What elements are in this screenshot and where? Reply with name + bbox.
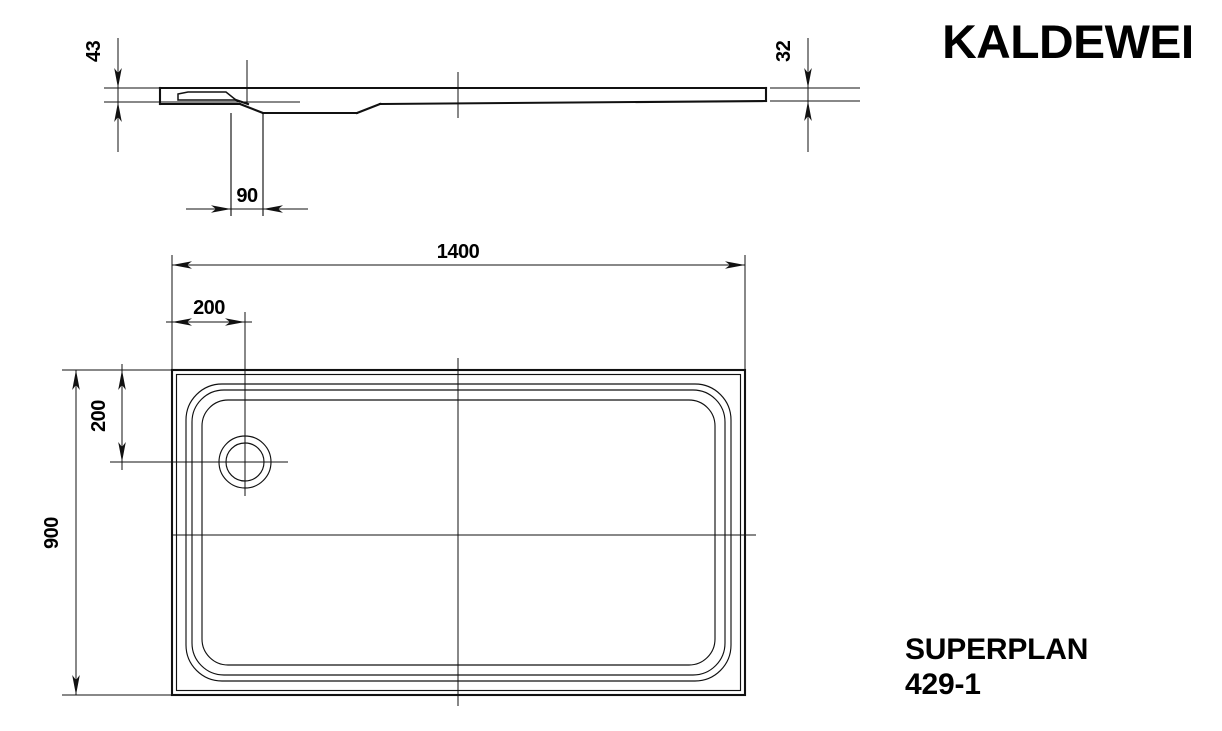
dimension-height-32: 32 <box>773 38 812 152</box>
dimension-offset-200-x: 200 <box>166 297 252 326</box>
dimension-label-32: 32 <box>773 40 795 62</box>
tray-profile-section <box>158 86 768 115</box>
drain-outlet-stub <box>230 113 264 216</box>
dimension-label-200-x: 200 <box>193 297 225 319</box>
dimension-label-1400: 1400 <box>437 241 480 263</box>
dimension-drain-90: 90 <box>186 185 308 213</box>
dimension-label-200-y: 200 <box>88 400 110 432</box>
plan-view-extension-lines-top <box>171 255 746 370</box>
dimension-length-1400: 1400 <box>172 241 745 269</box>
product-name: SUPERPLAN <box>905 633 1089 666</box>
dimension-label-43: 43 <box>83 40 105 62</box>
dimension-height-43: 43 <box>83 38 122 152</box>
brand-logo: KALDEWEI <box>942 18 1194 65</box>
plan-view-centerlines <box>172 358 756 706</box>
dimension-label-900: 900 <box>41 517 63 549</box>
dimension-label-90: 90 <box>236 185 258 207</box>
side-elevation-view: 43 32 <box>83 38 860 216</box>
product-identification: SUPERPLAN 429-1 <box>905 632 1088 703</box>
drain-plan-symbol <box>218 435 272 489</box>
dimension-offset-200-y: 200 <box>88 364 126 470</box>
brand-wordmark: KALDEWEI <box>942 15 1194 68</box>
plan-view: 1400 200 900 <box>41 241 756 706</box>
product-model-number: 429-1 <box>905 668 981 702</box>
dimension-width-900: 900 <box>41 370 80 695</box>
